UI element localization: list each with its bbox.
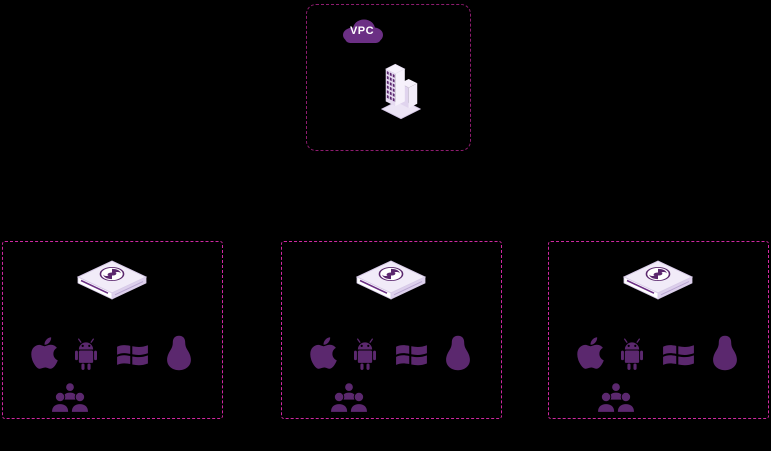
backup-appliance-icon [620, 248, 696, 300]
user-group-icon [594, 380, 638, 414]
user-group-icon [48, 380, 92, 414]
backup-appliance-icon [74, 248, 150, 300]
os-icon-row [3, 331, 222, 371]
vpc-label: VPC [349, 25, 375, 37]
client-cluster-box-3 [548, 241, 769, 419]
os-icon-row [549, 331, 768, 371]
os-icon-row [282, 331, 501, 371]
linux-tux-icon [443, 335, 473, 371]
apple-icon [577, 335, 604, 371]
windows-icon [114, 338, 151, 371]
linux-tux-icon [710, 335, 740, 371]
windows-icon [660, 338, 697, 371]
user-group-icon [327, 380, 371, 414]
android-icon [617, 338, 647, 371]
client-cluster-box-1 [2, 241, 223, 419]
apple-icon [310, 335, 337, 371]
apple-icon [31, 335, 58, 371]
android-icon [350, 338, 380, 371]
office-building-icon [380, 58, 422, 124]
backup-appliance-icon [353, 248, 429, 300]
linux-tux-icon [164, 335, 194, 371]
vpc-group-box: VPC [306, 4, 471, 151]
windows-icon [393, 338, 430, 371]
android-icon [71, 338, 101, 371]
vpc-cloud-icon: VPC [340, 17, 386, 45]
client-cluster-box-2 [281, 241, 502, 419]
